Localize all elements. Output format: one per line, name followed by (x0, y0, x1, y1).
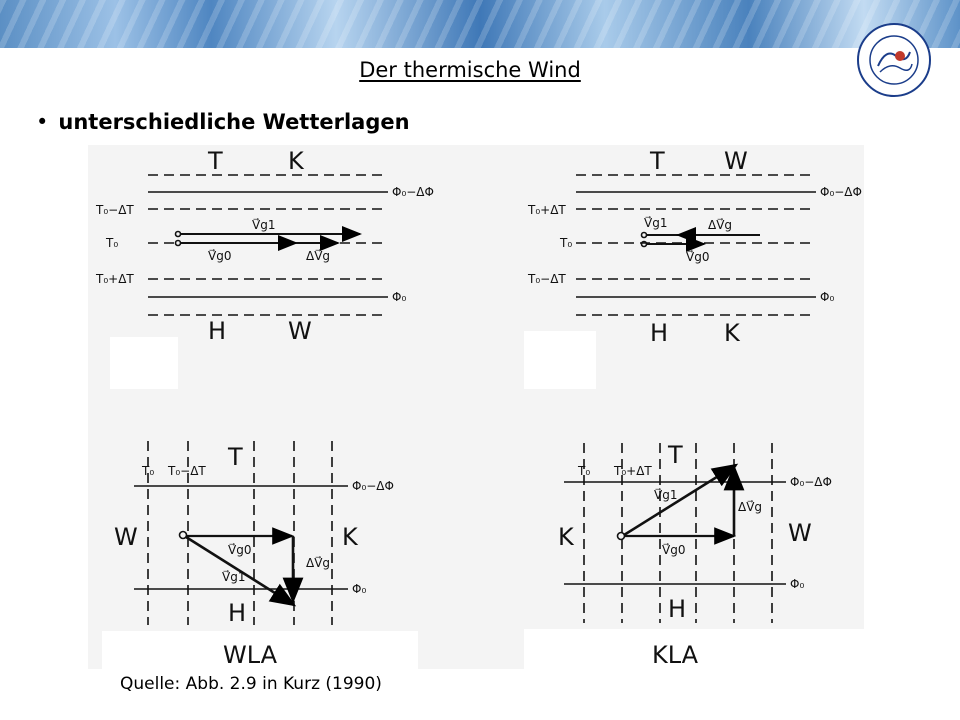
kla-phi-bottom: Φ₀ (790, 577, 804, 591)
warm-vec-vg0: V⃗g0 (208, 249, 231, 263)
cold-vec-vg0: V⃗g0 (686, 250, 709, 264)
kla-label-T: T (667, 441, 683, 469)
kla-vec-vg0: V⃗g0 (662, 543, 685, 557)
wla-phi-bottom: Φ₀ (352, 582, 366, 596)
warm-label-K: K (288, 147, 305, 175)
wla-iso-1: T₀ (141, 464, 154, 478)
cold-phi-top: Φ₀−ΔΦ (820, 185, 862, 199)
cold-label-W: W (724, 147, 748, 175)
cold-label-H: H (650, 319, 668, 347)
cold-line-label-1: T₀+ΔT (527, 203, 566, 217)
slide-title: Der thermische Wind (359, 58, 581, 82)
cold-line-label-3: T₀−ΔT (527, 272, 566, 286)
kla-label: KLA (652, 641, 699, 669)
warm-line-label-3: T₀+ΔT (95, 272, 134, 286)
warm-label-H: H (208, 317, 226, 345)
wla-phi-top: Φ₀−ΔΦ (352, 479, 394, 493)
wla-label: WLA (223, 641, 278, 669)
wla-label-left: W (114, 523, 138, 551)
warm-label-T: T (207, 147, 223, 175)
cold-label-K: K (724, 319, 741, 347)
cold-line-label-2: T₀ (559, 236, 572, 250)
university-logo (857, 23, 931, 97)
warm-vec-vg1: V⃗g1 (252, 218, 275, 232)
header-banner (0, 0, 960, 48)
warm-line-label-2: T₀ (105, 236, 118, 250)
panel-kla (564, 443, 786, 623)
kla-label-right: W (788, 519, 812, 547)
warm-phi-top: Φ₀−ΔΦ (392, 185, 434, 199)
warm-label-W: W (288, 317, 312, 345)
kla-vec-vg1: V⃗g1 (654, 488, 677, 502)
kla-vec-dvg: ΔV⃗g (738, 500, 762, 514)
cold-vec-dvg: ΔV⃗g (708, 218, 732, 232)
wla-label-right: K (342, 523, 359, 551)
cold-label-T: T (649, 147, 665, 175)
cold-vec-vg1: V⃗g1 (644, 216, 667, 230)
warm-vec-dvg: ΔV⃗g (306, 249, 330, 263)
wla-vec-dvg: ΔV⃗g (306, 556, 330, 570)
source-caption: Quelle: Abb. 2.9 in Kurz (1990) (120, 674, 382, 694)
wla-iso-2: T₀−ΔT (167, 464, 206, 478)
wla-vec-vg0: V⃗g0 (228, 543, 251, 557)
warm-phi-bottom: Φ₀ (392, 290, 406, 304)
bullet-text: unterschiedliche Wetterlagen (58, 110, 410, 134)
kla-label-H: H (668, 595, 686, 623)
thermal-wind-figure: T K H W T₀−ΔT T₀ T₀+ΔT Φ₀−ΔΦ Φ₀ V⃗g1 V⃗g… (88, 145, 864, 669)
bullet-dot: • (36, 110, 49, 134)
wla-label-T: T (227, 443, 243, 471)
kla-iso-1: T₀ (577, 464, 590, 478)
wla-vec-vg1: V⃗g1 (222, 570, 245, 584)
panel-wla (134, 441, 348, 625)
panel-cold-stationary (576, 174, 816, 316)
kla-label-left: K (558, 523, 575, 551)
wla-label-H: H (228, 599, 246, 627)
warm-line-label-1: T₀−ΔT (95, 203, 134, 217)
bullet-heading: • unterschiedliche Wetterlagen (36, 110, 410, 134)
kla-phi-top: Φ₀−ΔΦ (790, 475, 832, 489)
panel-warm-stationary (148, 174, 388, 316)
kla-iso-2: T₀+ΔT (613, 464, 652, 478)
cold-phi-bottom: Φ₀ (820, 290, 834, 304)
